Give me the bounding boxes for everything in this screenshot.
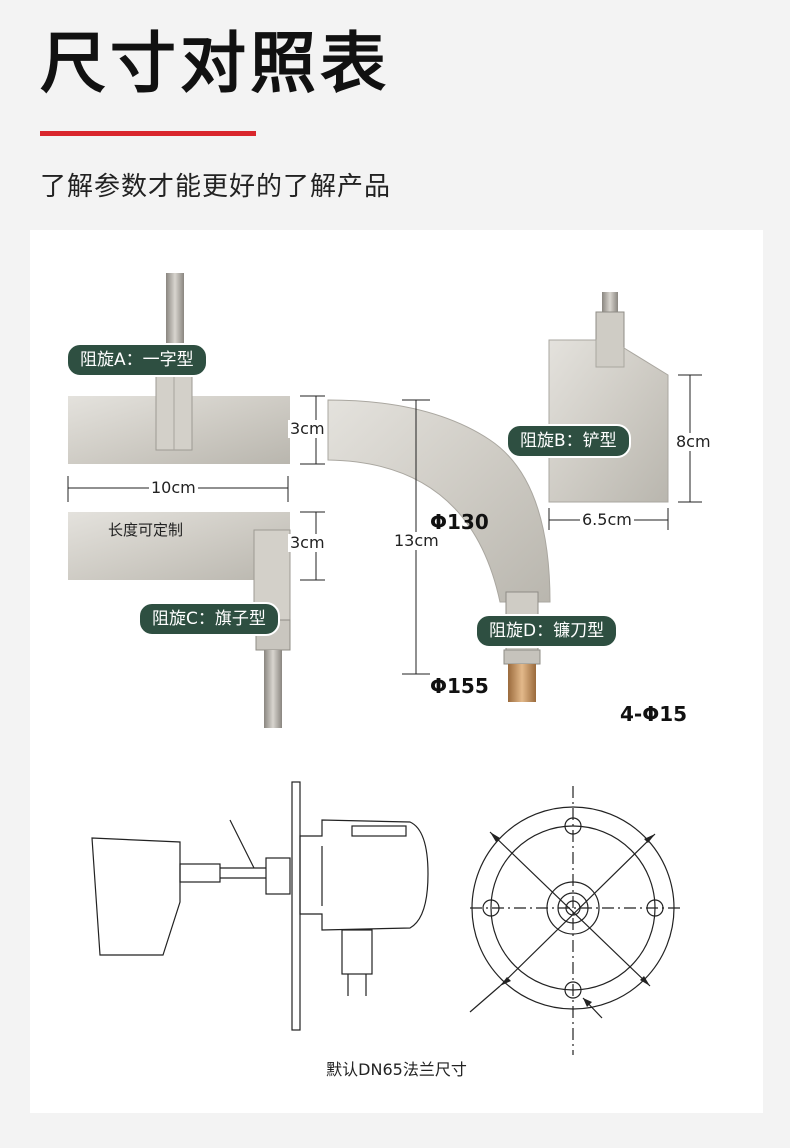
dim-b-height: 8cm: [674, 432, 713, 451]
dim-a-width: 10cm: [149, 478, 198, 497]
dimension-card: 阻旋A：一字型 阻旋B：铲型 阻旋C：旗子型 阻旋D：镰刀型 3cm 10cm …: [30, 230, 763, 1113]
dim-d-height: 13cm: [392, 531, 441, 550]
drawing-caption: 默认DN65法兰尺寸: [326, 1060, 467, 1079]
dim-a-height: 3cm: [288, 419, 327, 438]
label-d130: Φ130: [430, 510, 489, 534]
tag-paddle-c: 阻旋C：旗子型: [138, 602, 280, 636]
page-subtitle: 了解参数才能更好的了解产品: [40, 172, 392, 202]
title-underline: [40, 131, 256, 136]
page-title: 尺寸对照表: [40, 25, 390, 102]
tag-paddle-a: 阻旋A：一字型: [66, 343, 208, 377]
paddle-photo-section: 阻旋A：一字型 阻旋B：铲型 阻旋C：旗子型 阻旋D：镰刀型 3cm 10cm …: [30, 230, 763, 750]
dim-b-width: 6.5cm: [580, 510, 634, 529]
tag-paddle-b: 阻旋B：铲型: [506, 424, 631, 458]
technical-drawing: [91, 781, 680, 1055]
technical-drawing-section: 长度可定制 Φ130 Φ155 4-Φ15: [30, 510, 763, 1113]
note-length-customizable: 长度可定制: [108, 521, 184, 539]
label-bolt-holes: 4-Φ15: [620, 702, 688, 726]
tag-paddle-d: 阻旋D：镰刀型: [475, 614, 619, 648]
paddle-illustrations: [67, 273, 702, 728]
paddle-b-graphic: [548, 292, 702, 530]
dim-c-height: 3cm: [288, 533, 327, 552]
paddle-a-graphic: [67, 273, 325, 502]
label-d155: Φ155: [430, 674, 489, 698]
